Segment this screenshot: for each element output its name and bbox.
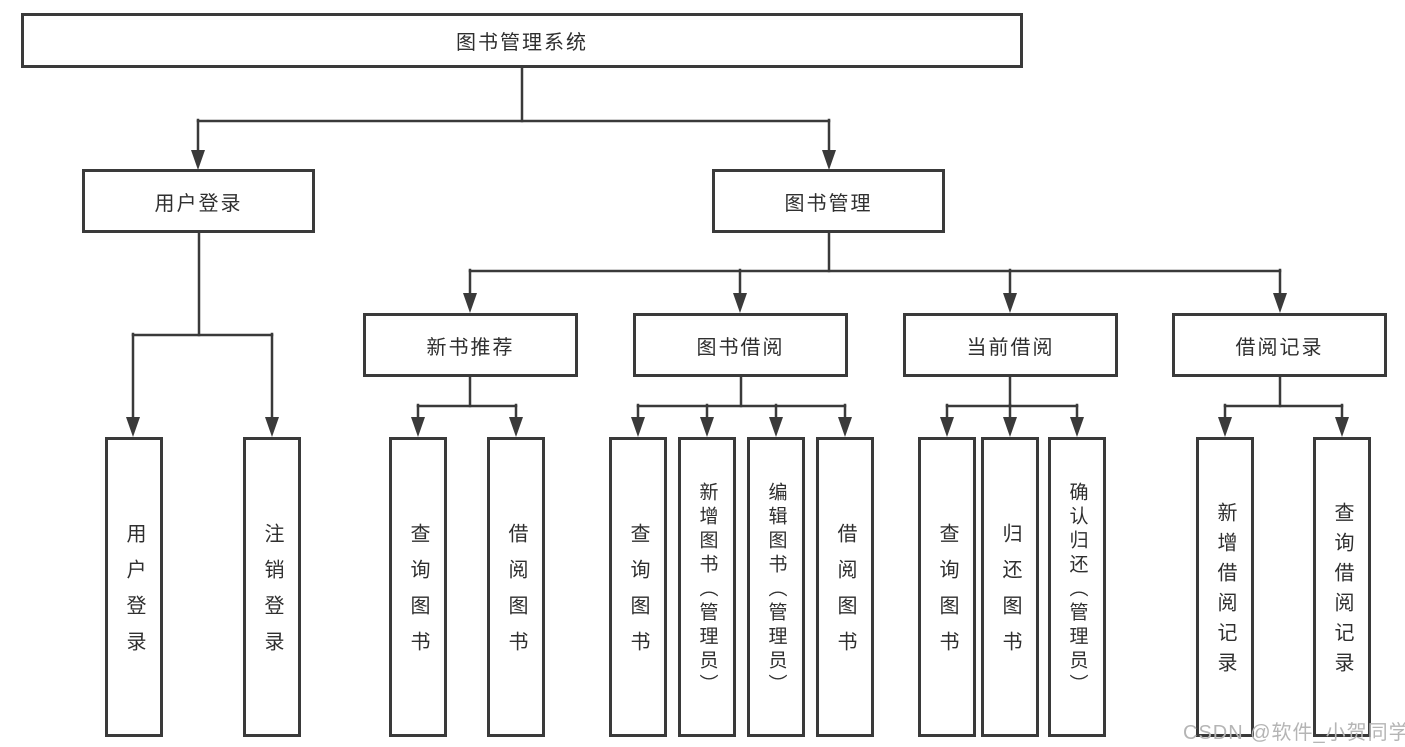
- node-borrow-record: 借阅记录: [1172, 313, 1387, 377]
- node-new-book-rec: 新书推荐: [363, 313, 578, 377]
- connector-new-book-to-leaves: [411, 374, 523, 437]
- leaf-logout: 注销登录: [243, 437, 301, 737]
- leaf-current-confirm-return-admin-label: 确认归还（管理员）: [1066, 481, 1088, 698]
- leaf-record-query-label: 查询借阅记录: [1331, 502, 1353, 682]
- node-book-mgmt: 图书管理: [712, 169, 945, 233]
- connector-user-login-to-leaves: [126, 230, 279, 437]
- connector-current-borrow-to-leaves: [940, 374, 1084, 437]
- leaf-bookborrow-edit-book-admin: 编辑图书（管理员）: [747, 437, 805, 737]
- leaf-bookborrow-query-book: 查询图书: [609, 437, 667, 737]
- leaf-bookborrow-add-book-admin-label: 新增图书（管理员）: [696, 481, 718, 698]
- node-book-borrow-label: 图书借阅: [696, 336, 785, 359]
- node-book-mgmt-label: 图书管理: [784, 192, 873, 215]
- leaf-record-query: 查询借阅记录: [1313, 437, 1371, 737]
- leaf-newbook-borrow-book-label: 借阅图书: [505, 523, 527, 667]
- node-user-login-label: 用户登录: [154, 192, 243, 215]
- leaf-bookborrow-borrow-book-label: 借阅图书: [834, 523, 856, 667]
- node-book-borrow: 图书借阅: [633, 313, 848, 377]
- csdn-watermark: CSDN @软件_小贺同学: [1183, 722, 1405, 744]
- node-new-book-rec-label: 新书推荐: [426, 336, 515, 359]
- leaf-record-add: 新增借阅记录: [1196, 437, 1254, 737]
- leaf-bookborrow-borrow-book: 借阅图书: [816, 437, 874, 737]
- leaf-newbook-query-book: 查询图书: [389, 437, 447, 737]
- leaf-record-add-label: 新增借阅记录: [1214, 502, 1236, 682]
- node-root-label: 图书管理系统: [456, 32, 588, 54]
- node-root: 图书管理系统: [21, 13, 1023, 68]
- leaf-user-login: 用户登录: [105, 437, 163, 737]
- node-user-login: 用户登录: [82, 169, 315, 233]
- leaf-current-return-book-label: 归还图书: [999, 523, 1021, 667]
- leaf-current-query-book: 查询图书: [918, 437, 976, 737]
- leaf-bookborrow-add-book-admin: 新增图书（管理员）: [678, 437, 736, 737]
- leaf-user-login-label: 用户登录: [123, 523, 145, 667]
- connector-borrow-record-to-leaves: [1218, 374, 1349, 437]
- node-borrow-record-label: 借阅记录: [1235, 336, 1324, 359]
- leaf-bookborrow-query-book-label: 查询图书: [627, 523, 649, 667]
- node-current-borrow: 当前借阅: [903, 313, 1118, 377]
- connector-book-mgmt-to-modules: [463, 230, 1287, 313]
- leaf-newbook-query-book-label: 查询图书: [407, 523, 429, 667]
- leaf-newbook-borrow-book: 借阅图书: [487, 437, 545, 737]
- leaf-current-query-book-label: 查询图书: [936, 523, 958, 667]
- leaf-current-return-book: 归还图书: [981, 437, 1039, 737]
- connector-root-to-branches: [191, 65, 836, 170]
- node-current-borrow-label: 当前借阅: [966, 336, 1055, 359]
- leaf-current-confirm-return-admin: 确认归还（管理员）: [1048, 437, 1106, 737]
- leaf-logout-label: 注销登录: [261, 523, 283, 667]
- connector-book-borrow-to-leaves: [631, 374, 852, 437]
- leaf-bookborrow-edit-book-admin-label: 编辑图书（管理员）: [765, 481, 787, 698]
